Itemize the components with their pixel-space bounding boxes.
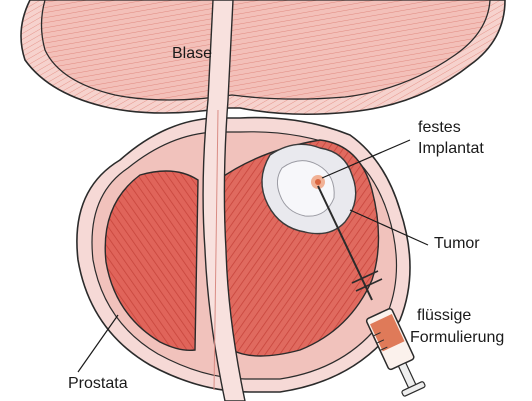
label-implant-line2: Implantat (418, 140, 484, 157)
label-tumor: Tumor (434, 235, 480, 252)
label-liquid-line1: flüssige (417, 307, 471, 324)
label-implant-line1: festes (418, 119, 461, 136)
prostate-leader (78, 315, 118, 372)
label-bladder: Blase (172, 45, 212, 62)
bladder (21, 0, 505, 114)
label-liquid-line2: Formulierung (410, 329, 504, 346)
label-prostate: Prostata (68, 375, 128, 392)
